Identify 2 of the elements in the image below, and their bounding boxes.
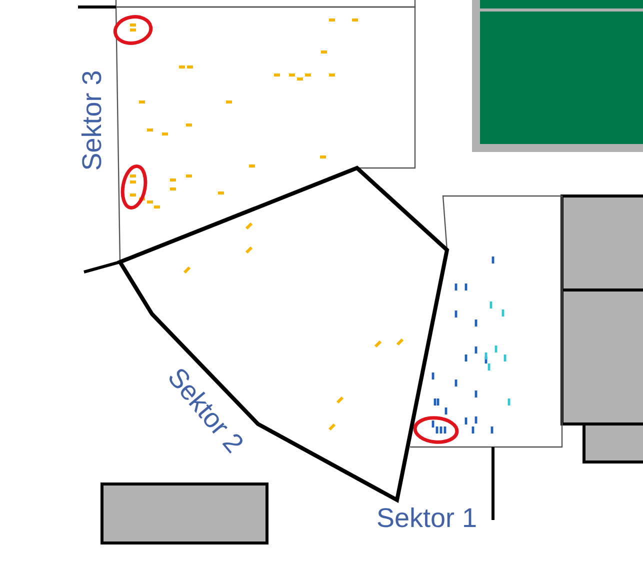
sector-label: Sektor 3 bbox=[78, 70, 106, 170]
sector-label: Sektor 1 bbox=[376, 504, 478, 532]
